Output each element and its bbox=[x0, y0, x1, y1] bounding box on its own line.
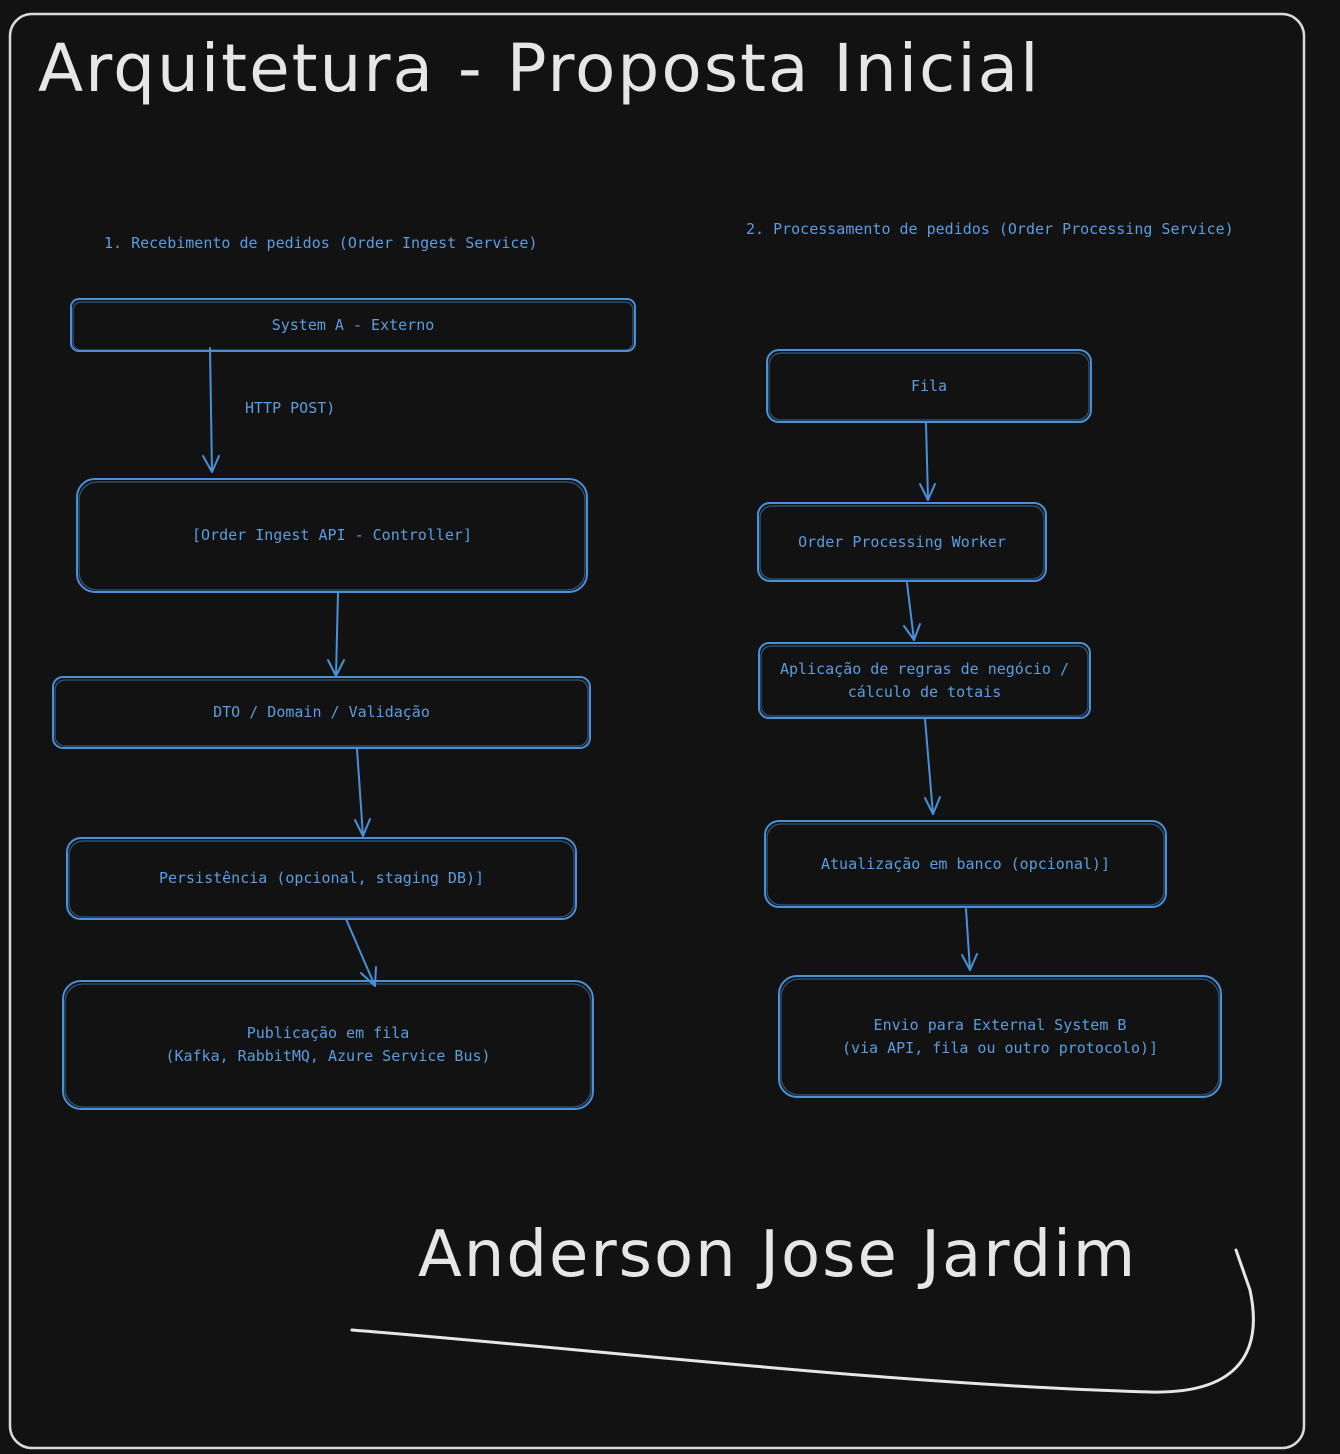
arrow-worker-to-rules bbox=[903, 582, 921, 641]
label-business-rules: Aplicação de regras de negócio / cálculo… bbox=[780, 659, 1069, 701]
label-db-update: Atualização em banco (opcional)] bbox=[821, 854, 1110, 873]
arrow-db-to-send bbox=[961, 908, 978, 971]
node-business-rules[interactable] bbox=[758, 642, 1091, 719]
node-business-rules-sketch bbox=[760, 645, 1089, 717]
label-system-a: System A - Externo bbox=[271, 315, 435, 334]
edge-label-http-post: HTTP POST) bbox=[245, 399, 336, 417]
node-order-ingest-api-sketch bbox=[78, 481, 586, 591]
arrow-persistence-to-publish bbox=[345, 918, 377, 987]
node-persistence-sketch bbox=[68, 840, 575, 918]
node-db-update[interactable] bbox=[764, 820, 1167, 908]
node-fila[interactable] bbox=[766, 349, 1092, 423]
node-order-processing-worker-sketch bbox=[759, 505, 1045, 580]
signature-underline bbox=[350, 1248, 1255, 1394]
outer-frame bbox=[8, 12, 1306, 1450]
node-system-a-sketch bbox=[72, 301, 634, 351]
node-order-processing-worker[interactable] bbox=[757, 502, 1047, 582]
node-publish-queue-sketch bbox=[64, 983, 592, 1108]
arrow-fila-to-worker bbox=[919, 422, 936, 501]
section-heading-processing: 2. Processamento de pedidos (Order Proce… bbox=[746, 220, 1234, 238]
node-dto-domain-sketch bbox=[54, 679, 589, 747]
node-fila-sketch bbox=[768, 352, 1090, 421]
label-fila: Fila bbox=[910, 376, 948, 395]
node-order-ingest-api[interactable] bbox=[76, 478, 588, 593]
label-dto-domain: DTO / Domain / Validação bbox=[213, 703, 430, 721]
author-signature: Anderson Jose Jardim bbox=[418, 1218, 1138, 1292]
diagram-title: Arquitetura - Proposta Inicial bbox=[38, 30, 1041, 107]
node-persistence[interactable] bbox=[66, 837, 577, 920]
label-send-external-b: Envio para External System B (via API, f… bbox=[841, 1015, 1159, 1057]
arrow-system-a-to-api bbox=[202, 347, 220, 473]
arrow-dto-to-persistence bbox=[354, 748, 371, 837]
node-system-a[interactable] bbox=[70, 298, 636, 352]
node-send-external-b[interactable] bbox=[778, 975, 1222, 1098]
label-persistence: Persistência (opcional, staging DB)] bbox=[158, 869, 485, 887]
node-publish-queue[interactable] bbox=[62, 980, 594, 1110]
label-publish-queue: Publicação em fila (Kafka, RabbitMQ, Azu… bbox=[165, 1024, 491, 1065]
label-order-ingest-api: [Order Ingest API - Controller] bbox=[192, 526, 472, 544]
node-dto-domain[interactable] bbox=[52, 676, 591, 749]
arrow-rules-to-db bbox=[924, 718, 941, 815]
node-db-update-sketch bbox=[766, 823, 1165, 906]
node-send-external-b-sketch bbox=[780, 978, 1220, 1096]
label-order-processing-worker: Order Processing Worker bbox=[798, 532, 1006, 551]
arrow-api-to-dto bbox=[327, 591, 345, 677]
section-heading-ingest: 1. Recebimento de pedidos (Order Ingest … bbox=[104, 234, 538, 252]
